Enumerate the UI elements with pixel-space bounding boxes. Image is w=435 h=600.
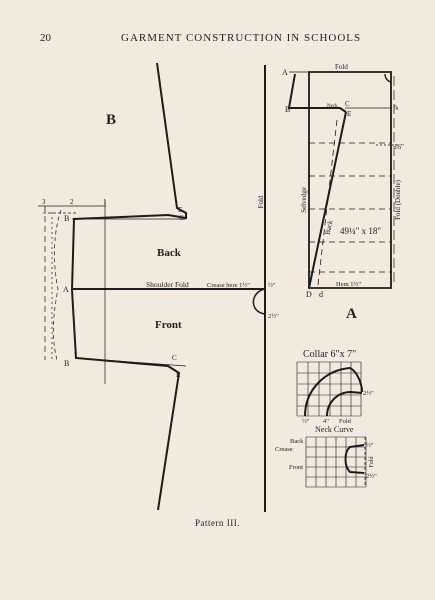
neck-crease-label: Crease [275, 446, 293, 453]
figure-b-guides [38, 200, 106, 384]
measure-sixteen: 16" [394, 143, 404, 151]
figure-b-outline [70, 62, 265, 511]
collar-title: Collar 6"x 7" [303, 349, 356, 360]
figure-a-labels: A Fold Fold (Double) Selvedge Back 49¼" … [282, 63, 404, 322]
neck-front-label: Front [289, 464, 303, 471]
collar-labels: Collar 6"x 7" 2½" ½" 4" Fold [302, 349, 374, 425]
neck-m-half: ½" [366, 442, 374, 449]
figure-b-letter: B [106, 112, 116, 128]
figure-a-letter: A [346, 306, 357, 322]
point-e-bottom: E [176, 371, 180, 379]
point-b-a: B [285, 105, 290, 114]
front-label: Front [155, 319, 182, 331]
fold-top-label: Fold [335, 63, 348, 71]
figure-b-labels: B Back Front Shoulder Fold Crease here 1… [42, 112, 279, 379]
meas-two-half: 2½" [268, 313, 279, 320]
point-c-bottom: C [172, 354, 177, 362]
neck-curve-line [344, 444, 365, 474]
shoulder-fold-label: Shoulder Fold [146, 280, 189, 289]
neck-fold-label: Fold [369, 456, 375, 467]
point-b-bottom: B [64, 359, 69, 368]
measure-seven-eighths: ⅞ [393, 104, 399, 112]
fold-double-label: Fold (Double) [394, 179, 402, 220]
back-rotated-label: Back [324, 219, 335, 235]
point-a-a: A [282, 68, 288, 77]
point-e-top: E [178, 206, 182, 214]
neck-back-label: Back [290, 438, 304, 445]
meas-half: ½" [268, 282, 276, 289]
page-number: 20 [40, 32, 51, 44]
point-b-top: B [64, 214, 69, 223]
collar-grid [296, 361, 362, 417]
back-label: Back [157, 247, 182, 259]
point-a-b: A [63, 285, 69, 294]
point-d-upper: D [306, 290, 312, 299]
selvedge-label: Selvedge [300, 187, 308, 213]
guide-2: 2 [70, 198, 74, 206]
collar-m-left: ½" [302, 418, 310, 425]
guide-3: 3 [42, 198, 46, 206]
page-header: 20 GARMENT CONSTRUCTION IN SCHOOLS [0, 32, 435, 46]
running-title: GARMENT CONSTRUCTION IN SCHOOLS [121, 32, 362, 44]
guide-1: 1 [103, 198, 107, 206]
figure-a-grid [309, 76, 398, 286]
center-fold-label: Fold [257, 195, 265, 208]
size-label: 49¼" x 18" [340, 226, 381, 236]
hem-label: Hem 1½" [336, 281, 361, 288]
neck-curve-title: Neck Curve [315, 425, 354, 434]
collar-curves [304, 366, 363, 417]
point-c-a: C [345, 100, 350, 108]
shoulder-tab [252, 288, 266, 315]
neck-m-two-half: 2½" [366, 473, 377, 480]
collar-fold: Fold [339, 418, 352, 425]
crease-here-label: Crease here 1½" [207, 282, 250, 289]
neck-curve-grid [305, 436, 367, 488]
collar-m-4: 4" [323, 418, 329, 425]
neck-mark-label: Neck [327, 104, 338, 109]
point-e-a: E [347, 110, 351, 118]
collar-m-right: 2½" [363, 390, 374, 397]
point-d-lower: d [319, 290, 323, 299]
neck-curve-labels: Neck Curve Back Crease Front ½" 2½" Fold [275, 425, 377, 480]
figure-caption: Pattern III. [195, 518, 240, 528]
point-c-top: C [179, 214, 184, 222]
figure-a-outline [287, 71, 392, 289]
